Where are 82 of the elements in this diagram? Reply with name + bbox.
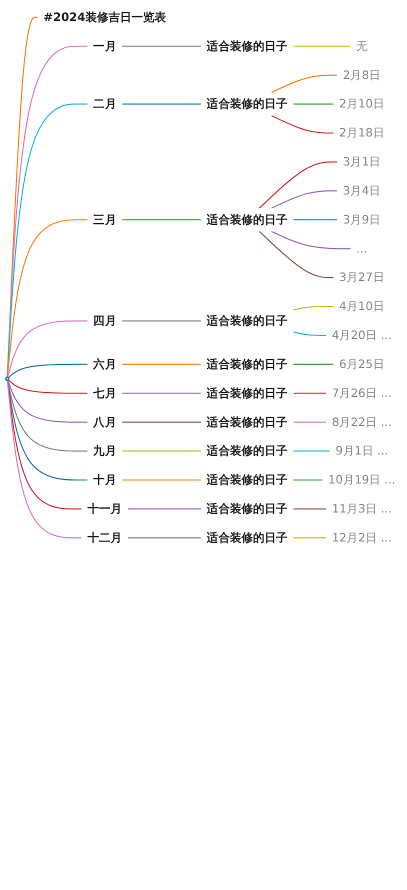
node-text: 3月27日 bbox=[339, 270, 384, 284]
connector bbox=[271, 190, 338, 209]
connector bbox=[8, 379, 88, 394]
connector bbox=[293, 364, 334, 365]
node-text: 一月 bbox=[93, 39, 116, 53]
connector bbox=[258, 230, 334, 278]
node-text: 3月4日 bbox=[342, 184, 381, 198]
node-text: 十二月 bbox=[87, 530, 122, 544]
connector bbox=[271, 115, 334, 134]
connector bbox=[293, 46, 350, 47]
node-text: 二月 bbox=[93, 96, 116, 111]
connector bbox=[293, 219, 338, 220]
node-text: 适合装修的日子 bbox=[206, 357, 288, 371]
node-text: #2024装修吉日一览表 bbox=[43, 10, 166, 24]
node-text: 6月25日 bbox=[339, 357, 384, 371]
connector bbox=[271, 230, 350, 250]
node-text: 适合装修的日子 bbox=[206, 96, 288, 111]
node-text: 八月 bbox=[93, 414, 116, 429]
connector bbox=[122, 479, 201, 481]
connector bbox=[293, 104, 334, 105]
node-text: 适合装修的日子 bbox=[206, 212, 288, 226]
connector bbox=[6, 380, 82, 538]
node-text: 2月10日 bbox=[339, 96, 384, 111]
node-text: 适合装修的日子 bbox=[206, 502, 288, 516]
node-text: 无 bbox=[356, 39, 368, 53]
node-text: 适合装修的日子 bbox=[206, 414, 288, 429]
connector bbox=[293, 450, 330, 452]
connector bbox=[271, 74, 338, 94]
connector bbox=[128, 537, 201, 538]
node-text: 8月22日 ... bbox=[332, 414, 392, 429]
node-text: 九月 bbox=[93, 444, 116, 458]
connector bbox=[128, 508, 201, 510]
node-text: ... bbox=[356, 241, 368, 256]
node-text: 六月 bbox=[93, 357, 116, 371]
node-text: 适合装修的日子 bbox=[206, 386, 288, 400]
node-text: 11月3日 ... bbox=[332, 502, 392, 516]
node-text: 四月 bbox=[93, 314, 116, 328]
connector bbox=[122, 46, 201, 47]
connector bbox=[6, 104, 88, 378]
connector bbox=[122, 104, 201, 105]
connector bbox=[293, 537, 326, 538]
connector bbox=[122, 422, 201, 423]
connector bbox=[122, 364, 201, 365]
node-text: 适合装修的日子 bbox=[206, 530, 288, 544]
node-text: 7月26日 ... bbox=[332, 386, 392, 400]
connector bbox=[293, 392, 326, 394]
connector bbox=[293, 508, 326, 510]
connector bbox=[8, 364, 88, 378]
connector bbox=[293, 422, 326, 423]
node-text: 12月2日 ... bbox=[332, 530, 392, 544]
connector bbox=[122, 450, 201, 452]
node-text: 3月1日 bbox=[342, 154, 381, 168]
connector bbox=[122, 219, 201, 220]
connector bbox=[293, 306, 334, 310]
connector bbox=[122, 320, 201, 322]
node-text: 三月 bbox=[93, 212, 116, 226]
connector bbox=[122, 392, 201, 394]
connector bbox=[7, 380, 88, 452]
connector bbox=[293, 479, 322, 481]
node-text: 9月1日 ... bbox=[336, 444, 388, 458]
node-text: 适合装修的日子 bbox=[206, 472, 288, 487]
node-text: 十一月 bbox=[87, 502, 122, 516]
node-circle bbox=[5, 376, 10, 381]
connector bbox=[6, 380, 88, 481]
connector bbox=[258, 161, 338, 209]
node-text: 3月9日 bbox=[342, 212, 381, 226]
node-text: 2月8日 bbox=[342, 68, 381, 82]
node-text: 适合装修的日子 bbox=[206, 39, 288, 53]
node-text: 七月 bbox=[93, 386, 116, 400]
connector bbox=[6, 380, 82, 510]
node-text: 10月19日 ... bbox=[328, 472, 396, 487]
connector bbox=[7, 320, 88, 378]
node-text: 2月18日 bbox=[339, 126, 384, 140]
connector bbox=[7, 380, 88, 423]
node-text: 十月 bbox=[93, 472, 116, 487]
node-text: 适合装修的日子 bbox=[206, 444, 288, 458]
connector bbox=[293, 331, 326, 336]
connector bbox=[6, 46, 88, 378]
node-text: 适合装修的日子 bbox=[206, 314, 288, 328]
node-text: 4月20日 ... bbox=[332, 328, 392, 342]
connector bbox=[6, 219, 88, 378]
node-text: 4月10日 bbox=[339, 299, 384, 314]
